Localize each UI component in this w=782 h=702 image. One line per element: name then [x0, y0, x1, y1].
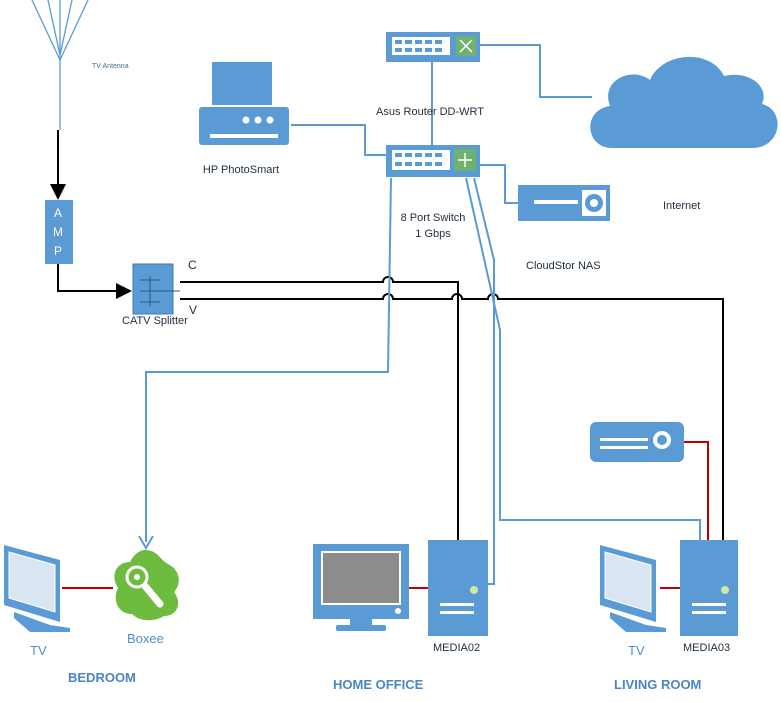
- antenna-icon: [31, 0, 89, 130]
- switch-icon: [386, 145, 480, 177]
- splitter-icon: [132, 263, 180, 315]
- router-icon: [386, 32, 480, 62]
- room-living-room: LIVING ROOM: [614, 677, 702, 692]
- coax-v-to-media03-line: [180, 293, 724, 540]
- internet-label: Internet: [663, 200, 701, 212]
- projector-to-media03-line: [682, 441, 709, 540]
- hp-photosmart-label: HP PhotoSmart: [202, 164, 280, 176]
- catv-splitter-label: CATV Splitter: [122, 315, 188, 327]
- port-c-label: C: [188, 258, 197, 272]
- bedroom-tv-icon: [4, 545, 70, 632]
- bedroom-tv-label: TV: [30, 643, 47, 658]
- amp-letter-a: A: [53, 206, 62, 220]
- router-to-internet-line: [480, 44, 592, 98]
- living-tv-icon: [600, 545, 666, 632]
- amp-box: [45, 200, 73, 264]
- amp-to-splitter-line: [57, 264, 132, 299]
- cloud-icon: [590, 56, 778, 148]
- port-v-label: V: [189, 303, 198, 317]
- nas-icon: [518, 185, 610, 221]
- printer-to-switch-line: [290, 124, 387, 156]
- printer-icon: [197, 62, 291, 147]
- media02-pc-icon: [428, 540, 488, 636]
- media03-pc-icon: [680, 540, 738, 636]
- tv-antenna-label: TV Antenna: [92, 63, 129, 70]
- amp-letter-p: P: [53, 244, 62, 258]
- projector-icon: [590, 422, 684, 462]
- switch-to-media03-line: [465, 177, 701, 540]
- room-bedroom: BEDROOM: [68, 670, 136, 685]
- boxee-icon: [114, 550, 179, 621]
- boxee-arrowhead: [138, 535, 154, 550]
- switch-label-line1: 8 Port Switch: [400, 212, 466, 224]
- room-home-office: HOME OFFICE: [333, 677, 424, 692]
- amp-letter-m: M: [53, 225, 63, 239]
- coax-c-to-media02-line: [180, 276, 459, 540]
- living-tv-label: TV: [628, 643, 645, 658]
- media03-label: MEDIA03: [683, 642, 731, 654]
- switch-label-line2: 1 Gbps: [415, 228, 451, 240]
- asus-router-label: Asus Router DD-WRT: [376, 106, 484, 118]
- switch-to-boxee-line: [145, 177, 392, 542]
- switch-to-media02-line: [473, 177, 495, 585]
- home-office-monitor-icon: [313, 544, 409, 631]
- switch-to-nas-line: [480, 164, 518, 204]
- media02-label: MEDIA02: [433, 642, 481, 654]
- boxee-label: Boxee: [127, 631, 164, 646]
- cloudstor-nas-label: CloudStor NAS: [526, 260, 601, 272]
